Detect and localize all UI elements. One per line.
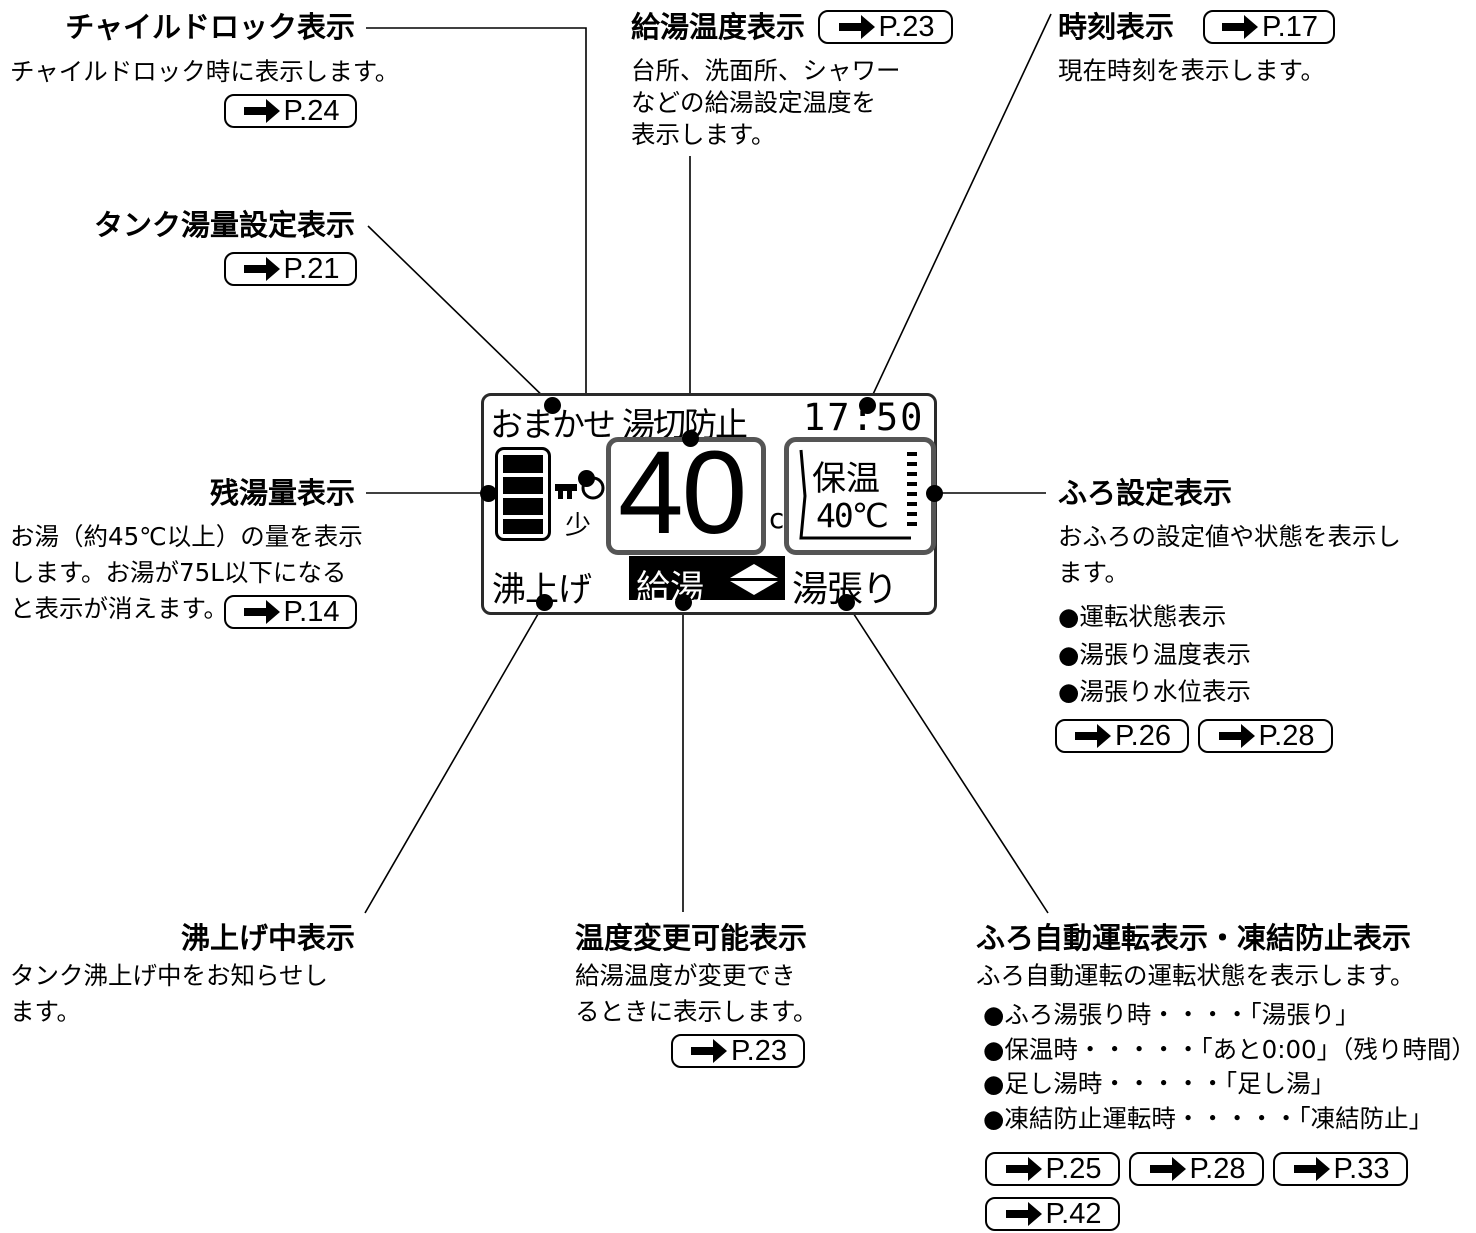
bath-auto-ref-1[interactable]: P.25 bbox=[985, 1152, 1120, 1186]
heating-title: 沸上げ中表示 bbox=[180, 921, 355, 955]
remaining-desc-line: と表示が消えます。 bbox=[10, 594, 229, 623]
tank-gauge-icon bbox=[495, 447, 551, 541]
clock-ref[interactable]: P.17 bbox=[1203, 10, 1335, 44]
temp-value: 40 bbox=[618, 427, 747, 559]
ref-label: P.33 bbox=[1333, 1153, 1390, 1185]
ref-label: P.23 bbox=[731, 1035, 787, 1067]
temp-box bbox=[606, 437, 766, 555]
leader-lines bbox=[364, 13, 1052, 914]
dot-bath-auto bbox=[838, 594, 855, 611]
arrow-right-icon bbox=[1005, 1202, 1042, 1226]
remaining-ref[interactable]: P.14 bbox=[224, 595, 357, 629]
bath-mode: 保温 bbox=[812, 459, 880, 499]
bath-setting-bullet: ●湯張り水位表示 bbox=[1058, 677, 1251, 706]
ref-label: P.25 bbox=[1045, 1153, 1102, 1185]
dot-remaining bbox=[480, 485, 497, 502]
temp-changeable-title: 温度変更可能表示 bbox=[575, 921, 808, 955]
arrow-right-icon bbox=[243, 600, 280, 624]
clock-desc: 現在時刻を表示します。 bbox=[1058, 56, 1326, 85]
child-lock-title: チャイルドロック表示 bbox=[65, 10, 355, 44]
arrow-right-icon bbox=[838, 15, 875, 39]
hot-water-temp-desc-line: 表示します。 bbox=[631, 120, 776, 149]
bath-auto-bullet: ●凍結防止運転時・・・・・「凍結防止」 bbox=[983, 1103, 1434, 1133]
ref-label: P.14 bbox=[283, 596, 340, 628]
arrow-right-icon bbox=[1293, 1157, 1330, 1181]
dot-temp-changeable bbox=[675, 594, 692, 611]
dot-clock bbox=[859, 397, 876, 414]
leader-child-lock bbox=[366, 27, 587, 478]
hot-water-temp-desc-line: などの給湯設定温度を bbox=[631, 88, 876, 117]
temp-changeable-ref[interactable]: P.23 bbox=[671, 1034, 805, 1068]
child-lock-ref[interactable]: P.24 bbox=[224, 94, 357, 128]
dot-hot-water-temp bbox=[682, 430, 699, 447]
heating-desc-line: ます。 bbox=[10, 997, 82, 1026]
bath-auto-ref-3[interactable]: P.33 bbox=[1273, 1152, 1408, 1186]
bath-setting-ref-1[interactable]: P.26 bbox=[1055, 719, 1189, 753]
hot-water-temp-ref[interactable]: P.23 bbox=[818, 10, 953, 44]
temp-changeable-desc-line: るときに表示します。 bbox=[575, 997, 818, 1026]
ref-label: P.24 bbox=[283, 95, 340, 127]
bath-auto-bullet: ●ふろ湯張り時・・・・「湯張り」 bbox=[983, 1000, 1360, 1029]
dot-child-lock bbox=[578, 470, 595, 487]
tank-setting-ref[interactable]: P.21 bbox=[224, 252, 357, 286]
clock-title: 時刻表示 bbox=[1058, 10, 1175, 44]
tank-setting-title: タンク湯量設定表示 bbox=[93, 208, 355, 242]
bath-setting-ref-2[interactable]: P.28 bbox=[1198, 719, 1333, 753]
up-down-arrows-icon bbox=[730, 564, 778, 595]
remaining-desc-line: お湯（約45℃以上）の量を表示 bbox=[10, 522, 363, 551]
ref-label: P.28 bbox=[1189, 1153, 1246, 1185]
dot-tank-setting bbox=[544, 397, 561, 414]
bath-setting-desc-line: おふろの設定値や状態を表示し bbox=[1058, 522, 1401, 551]
temp-unit: c bbox=[768, 502, 785, 535]
ref-label: P.17 bbox=[1262, 11, 1318, 43]
bath-setting-bullet: ●湯張り温度表示 bbox=[1058, 639, 1251, 669]
bath-auto-title: ふろ自動運転表示・凍結防止表示 bbox=[976, 921, 1412, 955]
bath-auto-desc: ふろ自動運転の運転状態を表示します。 bbox=[976, 961, 1415, 990]
bath-auto-ref-4[interactable]: P.42 bbox=[985, 1197, 1120, 1231]
bath-auto-ref-2[interactable]: P.28 bbox=[1129, 1152, 1264, 1186]
arrow-right-icon bbox=[1218, 724, 1255, 748]
hot-water-temp-title: 給湯温度表示 bbox=[631, 10, 806, 44]
leader-heating bbox=[364, 601, 546, 914]
ref-label: P.21 bbox=[283, 253, 340, 285]
arrow-right-icon bbox=[1075, 724, 1112, 748]
bath-setting-bullet: ●運転状態表示 bbox=[1058, 602, 1227, 631]
remaining-title: 残湯量表示 bbox=[209, 476, 355, 510]
dot-bath-setting bbox=[926, 485, 943, 502]
remaining-desc-line: します。お湯が75L以下になる bbox=[10, 558, 347, 587]
arrow-right-icon bbox=[243, 99, 280, 123]
bath-auto-bullet: ●保温時・・・・・「あと0:00」（残り時間） bbox=[983, 1034, 1476, 1064]
bath-temp: 40℃ bbox=[816, 496, 889, 535]
child-lock-desc: チャイルドロック時に表示します。 bbox=[10, 57, 400, 86]
bath-setting-title: ふろ設定表示 bbox=[1058, 476, 1233, 510]
ref-label: P.23 bbox=[878, 11, 935, 43]
arrow-right-icon bbox=[691, 1039, 728, 1063]
ref-label: P.26 bbox=[1115, 720, 1171, 752]
arrow-right-icon bbox=[243, 257, 280, 281]
hot-water-temp-desc-line: 台所、洗面所、シャワー bbox=[631, 56, 901, 85]
leader-bath-auto bbox=[845, 601, 1049, 914]
ref-label: P.28 bbox=[1258, 720, 1315, 752]
panel-small-label: 少 bbox=[565, 511, 592, 541]
bath-auto-bullet: ●足し湯時・・・・・「足し湯」 bbox=[983, 1069, 1336, 1098]
leader-tank-setting bbox=[367, 225, 553, 406]
ref-label: P.42 bbox=[1045, 1198, 1102, 1230]
panel-supply-label: 給湯 bbox=[636, 568, 704, 608]
bath-setting-desc-line: ます。 bbox=[1058, 558, 1130, 587]
arrow-right-icon bbox=[1222, 15, 1259, 39]
leader-clock bbox=[867, 13, 1052, 406]
dot-heating bbox=[536, 594, 553, 611]
bath-level-icon bbox=[799, 449, 917, 540]
temp-changeable-desc-line: 給湯温度が変更でき bbox=[575, 961, 796, 990]
arrow-right-icon bbox=[1005, 1157, 1042, 1181]
heating-desc-line: タンク沸上げ中をお知らせし bbox=[10, 961, 329, 990]
arrow-right-icon bbox=[1149, 1157, 1186, 1181]
